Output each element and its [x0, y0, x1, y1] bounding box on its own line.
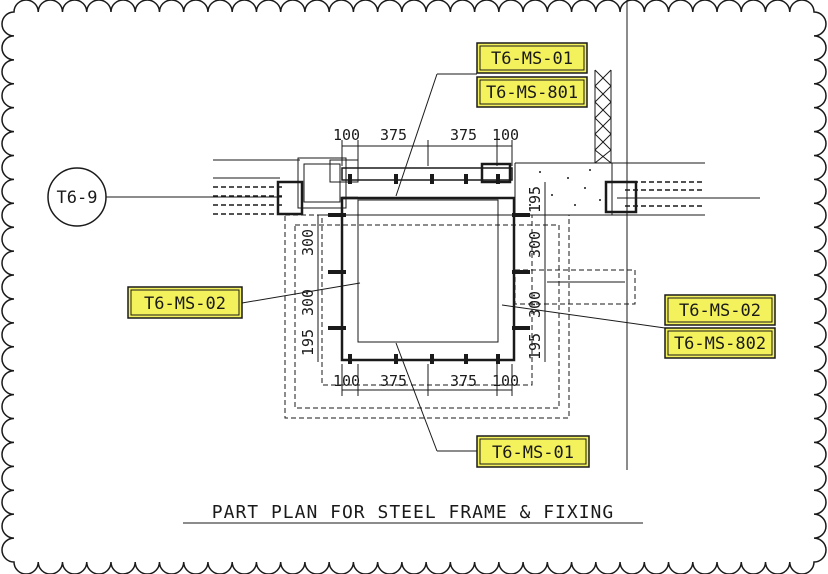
lattice-column — [594, 69, 612, 164]
dim-top-4: 100 — [492, 126, 519, 144]
dim-left-1: 300 — [299, 229, 317, 256]
dim-top-1: 100 — [333, 126, 360, 144]
lattice-brace — [594, 149, 612, 164]
dim-right-1: 195 — [526, 186, 544, 213]
tag-top-ms01-label: T6-MS-01 — [491, 49, 573, 69]
fixing-bolt — [464, 174, 468, 184]
dim-top-3: 375 — [450, 126, 477, 144]
fixing-bolt — [328, 326, 346, 330]
tag-top-ms801-label: T6-MS-801 — [486, 83, 578, 103]
fixing-bolt — [328, 270, 346, 274]
lattice-brace — [594, 101, 612, 119]
fixing-bolt — [512, 270, 530, 274]
fixing-bolt — [496, 354, 500, 364]
tag-right-ms802-label: T6-MS-802 — [674, 334, 766, 354]
fixing-bolt — [348, 354, 352, 364]
dim-bottom-1: 100 — [333, 372, 360, 390]
tag-box-right-ms802: T6-MS-802 — [664, 327, 776, 359]
fixing-bolt — [348, 174, 352, 184]
dim-right-4: 195 — [526, 333, 544, 360]
dim-bottom-3: 375 — [450, 372, 477, 390]
fixing-bolt — [394, 174, 398, 184]
drawing-title: PART PLAN FOR STEEL FRAME & FIXING — [212, 502, 614, 523]
dim-bottom-4: 100 — [492, 372, 519, 390]
dim-right-2: 300 — [526, 231, 544, 258]
dimension-chains — [317, 140, 546, 396]
tag-box-left-ms02: T6-MS-02 — [127, 286, 243, 319]
dim-left-2: 300 — [299, 289, 317, 316]
fixing-bolt — [430, 174, 434, 184]
tag-box-bottom-ms01: T6-MS-01 — [476, 435, 590, 468]
fixing-bolt — [512, 326, 530, 330]
grid-reference-label: T6-9 — [57, 188, 98, 208]
dim-right-3: 300 — [526, 291, 544, 318]
lattice-brace — [594, 133, 612, 151]
tag-box-top-ms01: T6-MS-01 — [476, 42, 588, 74]
dashed-trench — [284, 214, 636, 419]
fixing-bolt — [328, 213, 346, 217]
lattice-brace — [594, 69, 612, 87]
fixing-bolt — [430, 354, 434, 364]
lattice-brace — [594, 85, 612, 103]
fixing-bolt — [512, 213, 530, 217]
tag-bottom-ms01-label: T6-MS-01 — [492, 443, 574, 463]
fixing-bolts — [328, 174, 530, 364]
fixing-bolt — [464, 354, 468, 364]
fixing-bolt — [394, 354, 398, 364]
opening-frame — [340, 196, 516, 362]
lattice-brace — [594, 117, 612, 135]
dim-top-2: 375 — [380, 126, 407, 144]
tag-left-ms02-label: T6-MS-02 — [144, 294, 226, 314]
wall-right — [514, 162, 760, 216]
tag-box-right-ms02: T6-MS-02 — [664, 294, 776, 326]
tag-box-top-ms801: T6-MS-801 — [476, 76, 588, 108]
dim-bottom-2: 375 — [380, 372, 407, 390]
grid-reference-bubble: T6-9 — [47, 167, 282, 227]
wall-left — [213, 159, 300, 215]
top-frame — [276, 157, 638, 216]
concrete-hatch — [529, 169, 601, 206]
fixing-bolt — [496, 174, 500, 184]
tag-right-ms02-label: T6-MS-02 — [679, 301, 761, 321]
dim-left-3: 195 — [299, 329, 317, 356]
leader-lines — [241, 73, 666, 452]
